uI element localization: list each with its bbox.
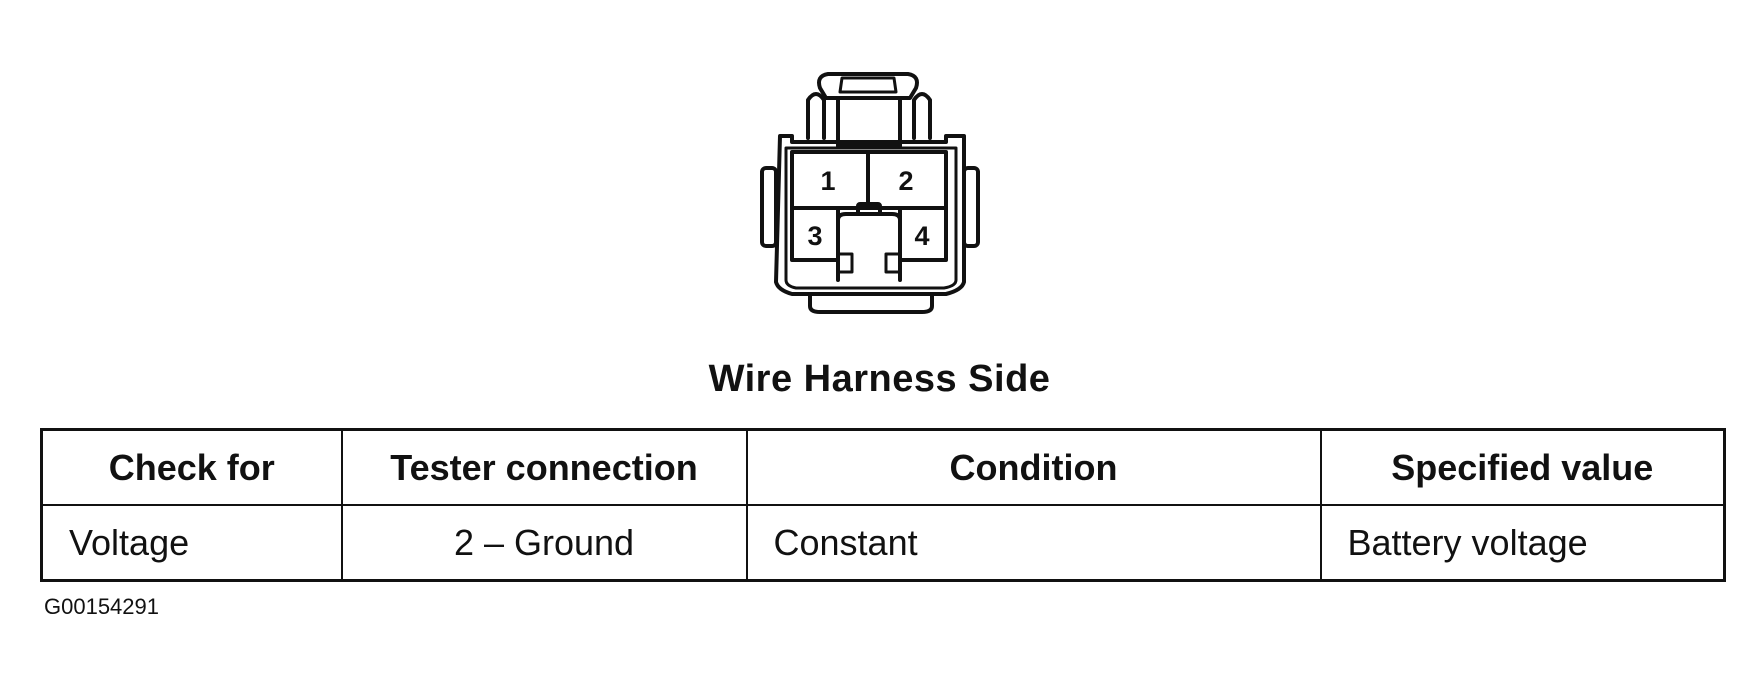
header-tester-connection: Tester connection bbox=[340, 428, 748, 506]
left-side-latch bbox=[760, 166, 778, 248]
key-top bbox=[856, 202, 882, 216]
pin-1-label: 1 bbox=[820, 166, 835, 196]
right-side-latch bbox=[962, 166, 980, 248]
lock-tab bbox=[817, 72, 919, 100]
diagram-caption: Wire Harness Side bbox=[708, 358, 1051, 400]
spec-table: Check for Tester connection Condition Sp… bbox=[40, 428, 1726, 582]
cell-condition: Constant bbox=[745, 504, 1322, 582]
connector-diagram: 1 2 3 4 bbox=[760, 72, 980, 314]
cell-specified-value: Battery voltage bbox=[1319, 504, 1726, 582]
pin-4-label: 4 bbox=[914, 221, 929, 251]
lock-tab-inner bbox=[838, 76, 898, 94]
header-specified-value: Specified value bbox=[1319, 428, 1726, 506]
key-slot bbox=[836, 212, 902, 282]
cell-check-for: Voltage bbox=[40, 504, 343, 582]
pin-2-label: 2 bbox=[898, 166, 913, 196]
table-header-row: Check for Tester connection Condition Sp… bbox=[40, 428, 1726, 506]
connector-neck bbox=[836, 96, 902, 148]
cell-tester-connection: 2 – Ground bbox=[340, 504, 748, 582]
table-row: Voltage 2 – Ground Constant Battery volt… bbox=[40, 504, 1726, 582]
left-guide-post bbox=[806, 92, 826, 140]
connector-housing bbox=[774, 134, 966, 296]
figure-id: G00154291 bbox=[44, 594, 159, 619]
header-condition: Condition bbox=[745, 428, 1322, 506]
right-guide-post bbox=[912, 92, 932, 140]
connector-foot bbox=[808, 292, 934, 314]
pin-3-label: 3 bbox=[807, 221, 822, 251]
header-check-for: Check for bbox=[40, 428, 343, 506]
